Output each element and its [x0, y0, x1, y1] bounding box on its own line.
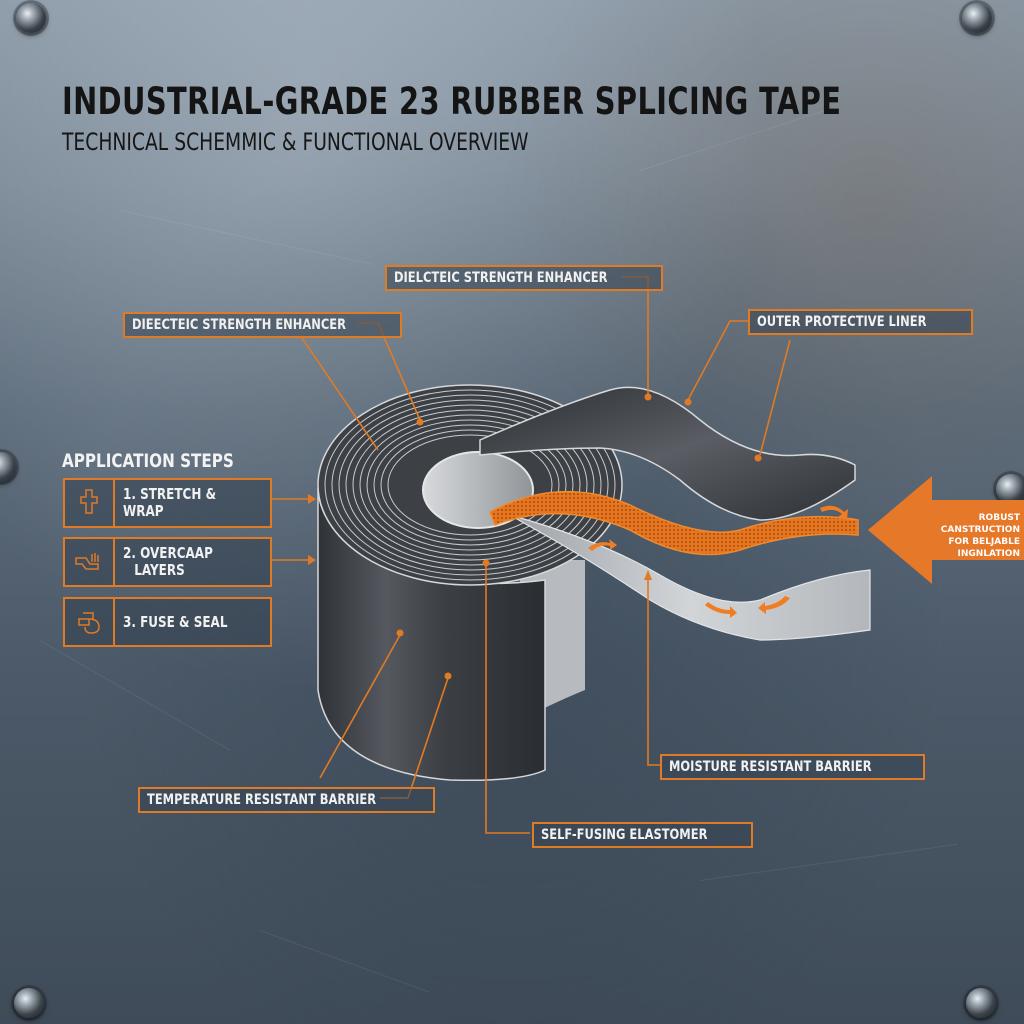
- rivet-icon: [16, 3, 46, 33]
- rivet-icon: [962, 3, 992, 33]
- callout-self-fusing: SELF-FUSING ELASTOMER: [532, 822, 753, 848]
- banner-line-2: FOR BELJABLE: [948, 537, 1020, 547]
- banner-text: ROBUST CANSTRUCTION FOR BELJABLE INGNLAT…: [900, 512, 1020, 560]
- callout-dielectric-left: DIEECTEIC STRENGTH ENHANCER: [123, 312, 402, 338]
- page-subtitle: TECHNICAL SCHEMMIC & FUNCTIONAL OVERVIEW: [62, 128, 529, 156]
- fuse-seal-icon: [65, 599, 115, 645]
- step-fuse-seal: 3. FUSE & SEAL: [63, 597, 272, 647]
- rivet-icon: [0, 452, 16, 482]
- rivet-icon: [966, 988, 996, 1018]
- step-label: 1. STRETCH & WRAP: [123, 485, 217, 520]
- application-steps-heading: APPLICATION STEPS: [62, 450, 234, 472]
- callout-temperature-barrier: TEMPERATURE RESISTANT BARRIER: [138, 787, 436, 813]
- callout-dielectric-top: DIELCTEIC STRENGTH ENHANCER: [385, 265, 664, 291]
- rivet-icon: [14, 988, 44, 1018]
- rivet-icon: [996, 474, 1024, 504]
- callout-moisture-barrier: MOISTURE RESISTANT BARRIER: [660, 754, 926, 780]
- hand-wrap-icon: [65, 539, 115, 585]
- step-stretch-wrap: 1. STRETCH & WRAP: [63, 478, 272, 528]
- step-label: 3. FUSE & SEAL: [123, 612, 228, 631]
- banner-line-1: ROBUST CANSTRUCTION: [940, 513, 1020, 535]
- banner-line-3: INGNLATION: [957, 549, 1020, 559]
- page-title: INDUSTRIAL-GRADE 23 RUBBER SPLICING TAPE: [62, 80, 842, 123]
- left-arrow-banner-icon: [868, 476, 1024, 584]
- stretch-icon: [65, 480, 115, 526]
- callout-outer-liner: OUTER PROTECTIVE LINER: [748, 309, 973, 335]
- motion-arrows-icon: [588, 505, 848, 618]
